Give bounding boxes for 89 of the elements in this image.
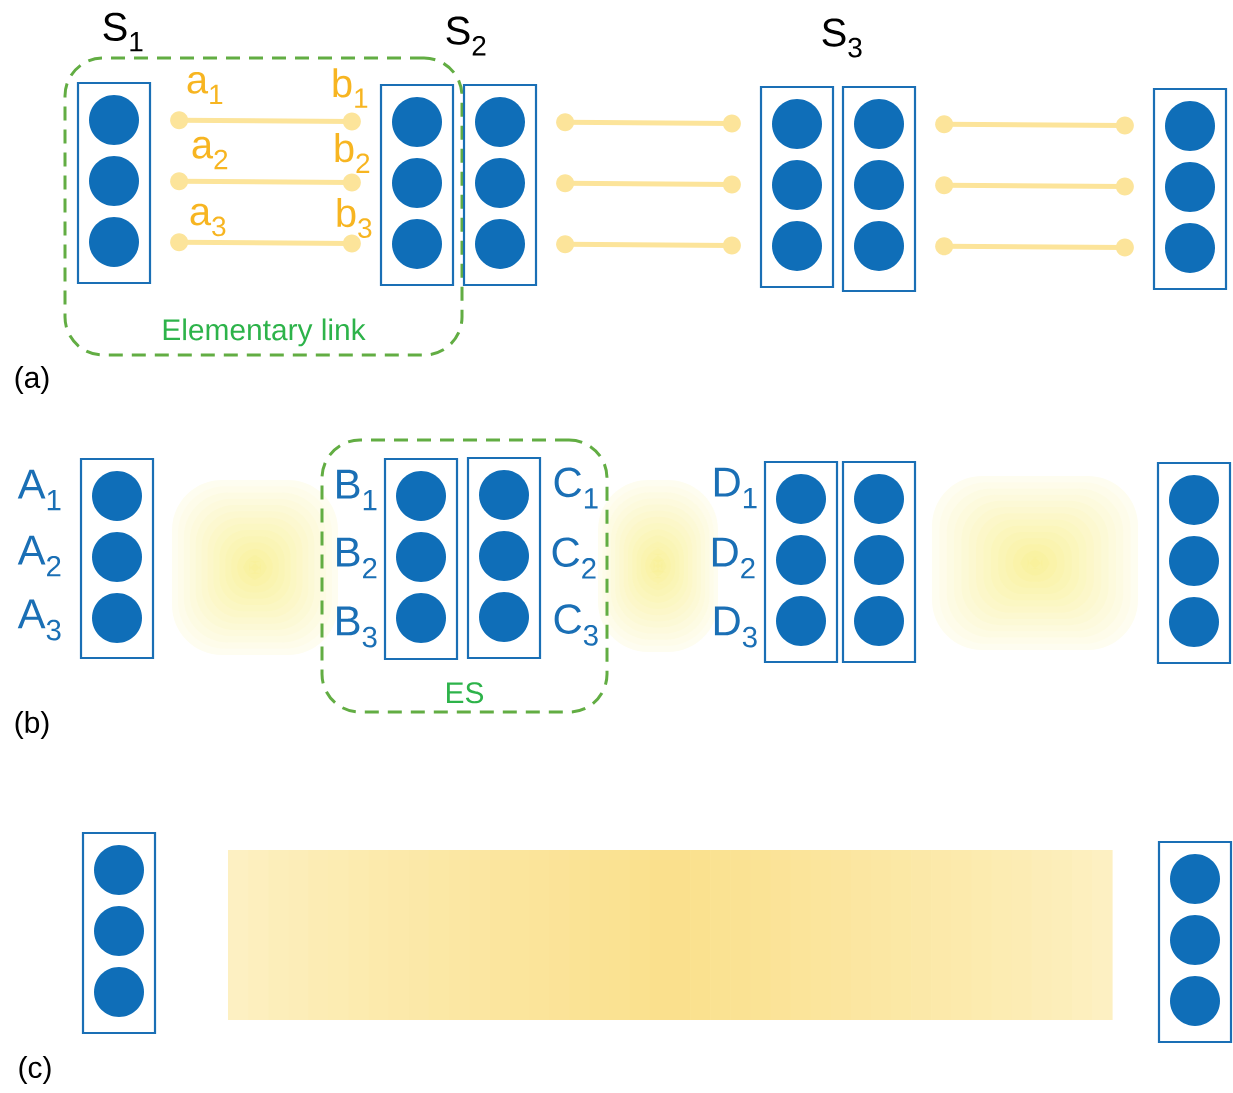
qubit-label: B$_{2}$ [337,537,377,579]
filled-circle [854,98,904,149]
link-line [170,111,361,131]
qubit-label: b$_{1}$ [333,68,368,108]
filled-circle [92,470,142,521]
filled-circle [392,157,442,208]
qubit-label: D$_{3}$ [714,606,757,648]
qubit-label: A$_{1}$ [17,469,61,511]
filled-circle [854,595,904,646]
link-line [170,233,361,253]
filled-circle [772,98,822,149]
filled-circle [854,534,904,585]
qubit-label: B$_{3}$ [337,606,377,648]
filled-circle [396,592,446,643]
filled-circle [479,530,529,581]
filled-circle [854,159,904,210]
filled-circle [1169,596,1219,647]
filled-circle [392,218,442,269]
register-box [462,83,538,287]
panel-label: (a) [15,366,49,394]
filled-circle [1165,222,1215,273]
register-box [379,83,455,287]
link-line [935,115,1134,135]
link-line [935,237,1134,257]
filled-circle [776,473,826,524]
qubit-label: B$_{1}$ [337,469,377,511]
filled-circle [475,157,525,208]
qubit-label: A$_{2}$ [17,535,61,577]
filled-circle [479,469,529,520]
qubit-label: b$_{3}$ [337,197,372,239]
filled-circle [854,220,904,271]
register-box [383,457,459,661]
qubit-label: C$_{2}$ [552,537,596,579]
qubit-label: D$_{2}$ [712,537,755,579]
link-line [556,235,741,255]
register-box [841,85,917,293]
filled-circle [475,218,525,269]
filled-circle [94,905,144,956]
link-line [556,113,741,133]
qubit-label: a$_{1}$ [187,71,223,105]
filled-circle [772,159,822,210]
filled-circle [92,592,142,643]
qubit-label: A$_{3}$ [17,599,61,641]
filled-circle [772,220,822,271]
panel-label: (c) [19,1056,51,1084]
register-box [81,831,157,1035]
register-box [763,460,839,664]
qubit-label: C$_{1}$ [554,467,598,509]
filled-circle [776,595,826,646]
filled-circle [479,591,529,642]
link-line [935,176,1134,196]
register-box [1156,461,1232,665]
link-line [170,172,361,192]
filled-circle [396,470,446,521]
qubit-label: b$_{2}$ [335,133,370,173]
filled-circle [1169,474,1219,525]
filled-circle [94,844,144,895]
filled-circle [89,94,139,145]
register-box [1152,87,1228,291]
panel-label: (b) [15,711,49,739]
register-box [759,85,835,289]
filled-circle [776,534,826,585]
register-box [1157,840,1233,1044]
site-label: S$_{1}$ [103,12,143,52]
filled-circle [1170,975,1220,1026]
qubit-label: a$_{3}$ [190,203,226,237]
site-label: S$_{3}$ [822,18,862,58]
link-line [556,174,741,194]
filled-circle [396,531,446,582]
filled-circle [392,96,442,147]
qubit-label: a$_{2}$ [192,136,228,170]
register-box [76,81,152,285]
filled-circle [1169,535,1219,586]
register-box [841,460,917,664]
filled-circle [94,966,144,1017]
site-label: S$_{2}$ [446,16,486,56]
filled-circle [89,155,139,206]
filled-circle [854,473,904,524]
register-box [79,457,155,660]
filled-circle [89,216,139,267]
qubit-label: D$_{1}$ [714,467,757,509]
filled-circle [92,531,142,582]
filled-circle [1170,853,1220,904]
qubit-label: C$_{3}$ [554,604,598,646]
filled-circle [475,96,525,147]
filled-circle [1170,914,1220,965]
register-box [466,456,542,660]
filled-circle [1165,100,1215,151]
filled-circle [1165,161,1215,212]
